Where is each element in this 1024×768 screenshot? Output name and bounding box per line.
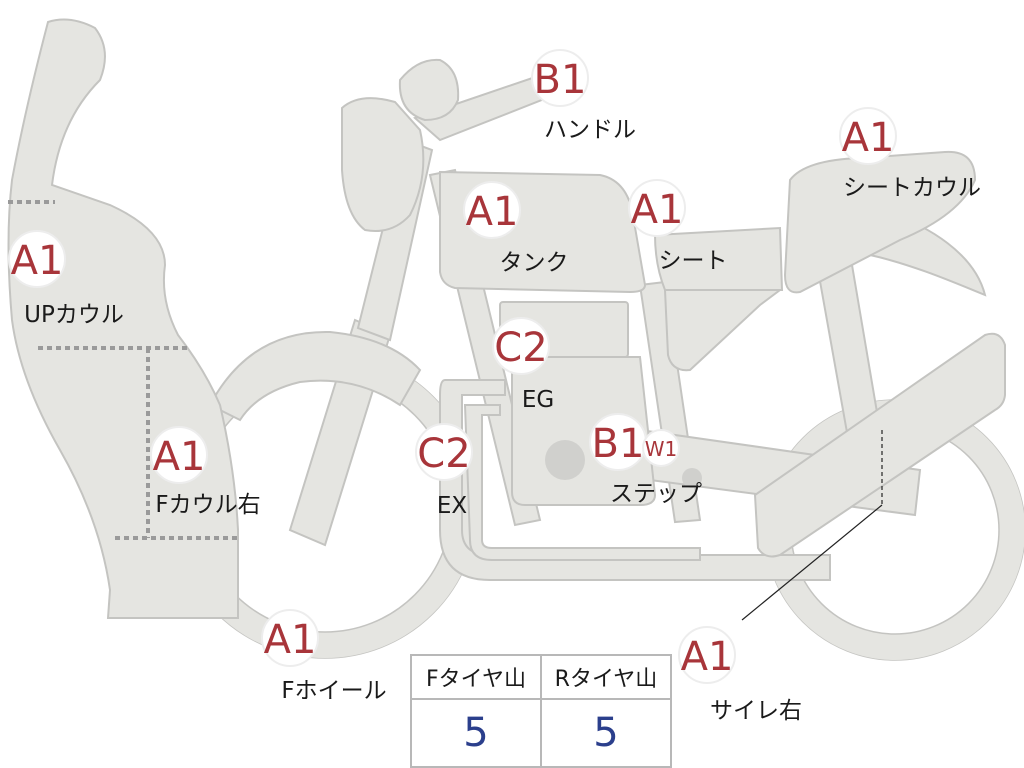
mirror bbox=[398, 58, 460, 122]
grade-seat-cowl: A1 bbox=[842, 115, 895, 161]
part-marker-engine: C2 EG bbox=[492, 317, 554, 413]
grade-step-sub: W1 bbox=[645, 437, 678, 461]
grade-seat: A1 bbox=[631, 187, 684, 233]
part-marker-muffler-right: A1 サイレ右 bbox=[678, 626, 802, 724]
front-tire-header: Fタイヤ山 bbox=[410, 654, 542, 700]
label-up-cowl: UPカウル bbox=[24, 302, 124, 328]
part-marker-exhaust: C2 EX bbox=[415, 423, 473, 519]
label-seat: シート bbox=[659, 248, 728, 274]
label-muffler-right: サイレ右 bbox=[710, 698, 802, 724]
grade-f-cowl-right: A1 bbox=[153, 434, 206, 480]
part-marker-tank: A1 タンク bbox=[463, 181, 569, 276]
rear-tire-value: 5 bbox=[540, 698, 672, 768]
grade-tank: A1 bbox=[466, 189, 519, 235]
grade-step: B1 bbox=[592, 421, 645, 467]
part-marker-seat-cowl: A1 シートカウル bbox=[839, 107, 981, 201]
label-tank: タンク bbox=[500, 250, 569, 276]
front-tire-value: 5 bbox=[410, 698, 542, 768]
label-step: ステップ bbox=[610, 481, 702, 507]
label-handle: ハンドル bbox=[544, 117, 636, 143]
seat-cowl-shape bbox=[783, 150, 977, 294]
label-seat-cowl: シートカウル bbox=[843, 175, 981, 201]
part-marker-seat: A1 シート bbox=[628, 179, 728, 274]
grade-up-cowl: A1 bbox=[11, 238, 64, 284]
muffler-leader bbox=[741, 430, 883, 621]
grade-engine: C2 bbox=[494, 325, 547, 371]
side-cover bbox=[663, 289, 783, 372]
grade-muffler-right: A1 bbox=[681, 634, 734, 680]
cowl-panel-lines bbox=[8, 200, 238, 540]
part-marker-handle: B1 ハンドル bbox=[531, 49, 636, 143]
label-f-cowl-right: Fカウル右 bbox=[155, 492, 260, 518]
headlight bbox=[341, 97, 425, 232]
label-f-wheel: Fホイール bbox=[281, 678, 386, 704]
grade-exhaust: C2 bbox=[417, 431, 470, 477]
grade-f-wheel: A1 bbox=[264, 617, 317, 663]
part-marker-step: B1 W1 ステップ bbox=[589, 413, 702, 507]
tire-tread-table: Fタイヤ山 Rタイヤ山 5 5 bbox=[410, 654, 672, 768]
label-exhaust: EX bbox=[437, 493, 468, 519]
exhaust-pipes bbox=[439, 379, 831, 581]
part-marker-f-wheel: A1 Fホイール bbox=[261, 609, 387, 704]
part-marker-f-cowl-right: A1 Fカウル右 bbox=[150, 426, 261, 518]
label-engine: EG bbox=[522, 387, 554, 413]
part-marker-up-cowl: A1 UPカウル bbox=[8, 230, 124, 328]
front-fender bbox=[208, 330, 422, 422]
rear-shock bbox=[816, 263, 882, 440]
rear-tire-header: Rタイヤ山 bbox=[540, 654, 672, 700]
swingarm bbox=[753, 332, 1006, 558]
grade-handle: B1 bbox=[534, 57, 587, 103]
